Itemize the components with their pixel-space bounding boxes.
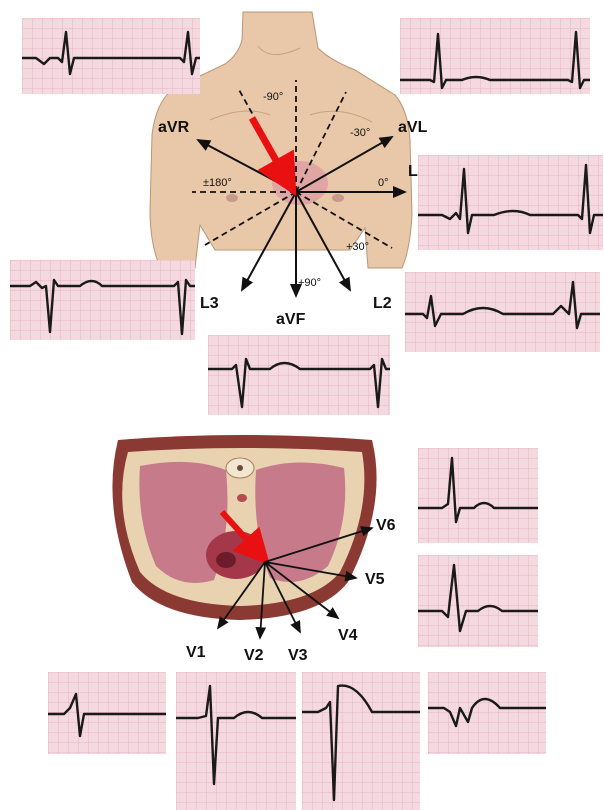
- label-v2: V2: [244, 647, 264, 664]
- ecg-panel-avl: [400, 18, 590, 94]
- ecg-grid: [428, 672, 546, 754]
- ecg-panel-v1: [48, 672, 166, 754]
- ecg-panel-l1: [418, 155, 603, 250]
- label-l2: L2: [373, 295, 392, 312]
- label-v4: V4: [338, 627, 358, 644]
- label-v5: V5: [365, 571, 385, 588]
- ecg-grid: [22, 18, 200, 94]
- label-avl: aVL: [398, 119, 428, 136]
- label-v3: V3: [288, 647, 308, 664]
- ecg-grid: [418, 155, 603, 250]
- ecg-grid: [418, 448, 538, 543]
- angle-plus180: ±180°: [203, 177, 232, 189]
- ecg-panel-v5: [418, 555, 538, 647]
- ecg-panel-l3: [10, 260, 195, 340]
- ecg-panel-v2: [176, 672, 296, 810]
- ecg-panel-v3: [302, 672, 420, 810]
- label-avf: aVF: [276, 311, 306, 328]
- label-l3: L3: [200, 295, 219, 312]
- ecg-grid: [208, 335, 390, 415]
- angle-plus30: +30°: [346, 241, 369, 253]
- ecg-panel-v4: [428, 672, 546, 754]
- ecg-panel-avf: [208, 335, 390, 415]
- ecg-panel-l2: [405, 272, 600, 352]
- angle-minus30: -30°: [350, 127, 370, 139]
- angle-minus90: -90°: [263, 91, 283, 103]
- ecg-grid: [10, 260, 195, 340]
- label-v6: V6: [376, 517, 396, 534]
- angle-plus90: +90°: [298, 277, 321, 289]
- ecg-grid: [176, 672, 296, 810]
- ecg-panel-avr: [22, 18, 200, 94]
- angle-zero: 0°: [378, 177, 389, 189]
- ecg-grid: [418, 555, 538, 647]
- ecg-grid: [400, 18, 590, 94]
- label-avr: aVR: [158, 119, 190, 136]
- ecg-grid: [302, 672, 420, 810]
- ecg-panel-v6: [418, 448, 538, 543]
- label-v1: V1: [186, 644, 206, 661]
